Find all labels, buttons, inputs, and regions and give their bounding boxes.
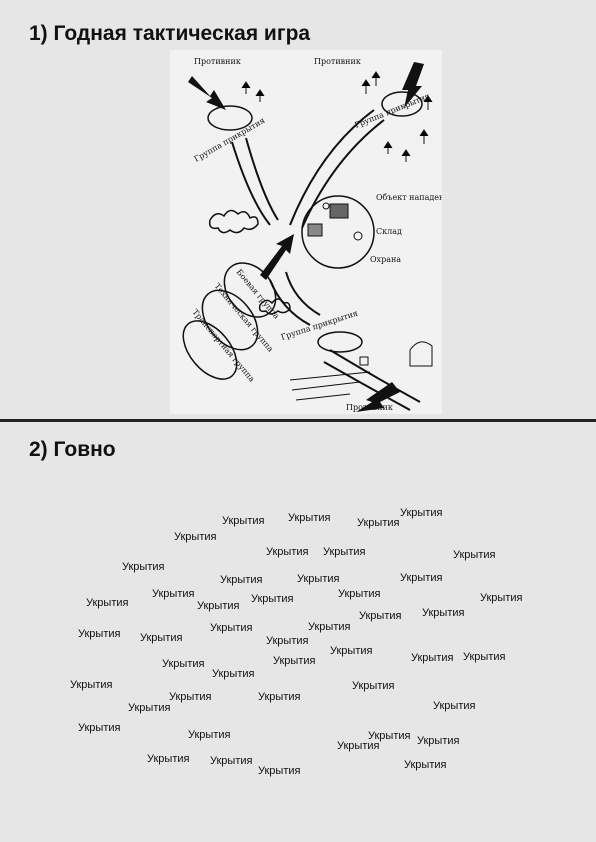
label-enemy-right: Противник [314, 57, 361, 66]
section-divider [0, 419, 596, 422]
word: Укрытия [258, 765, 301, 777]
enemy-arrow-right [402, 62, 424, 108]
label-warehouse: Склад [376, 227, 402, 236]
word: Укрытия [297, 573, 340, 585]
word: Укрытия [417, 735, 460, 747]
word: Укрытия [147, 753, 190, 765]
word: Укрытия [251, 593, 294, 605]
word: Укрытия [222, 515, 265, 527]
word: Укрытия [368, 730, 411, 742]
word: Укрытия [78, 628, 121, 640]
word: Укрытия [411, 652, 454, 664]
word: Укрытия [273, 655, 316, 667]
attack-arrow [260, 234, 294, 280]
word: Укрытия [140, 632, 183, 644]
word: Укрытия [210, 755, 253, 767]
word: Укрытия [338, 588, 381, 600]
word: Укрытия [128, 702, 171, 714]
word: Укрытия [122, 561, 165, 573]
label-enemy-bottom: Противник [346, 403, 393, 412]
label-attack-object: Объект нападения [376, 193, 442, 202]
label-guard: Охрана [370, 255, 401, 264]
word: Укрытия [422, 607, 465, 619]
word: Укрытия [197, 600, 240, 612]
word: Укрытия [266, 546, 309, 558]
word: Укрытия [86, 597, 129, 609]
word: Укрытия [210, 622, 253, 634]
label-enemy-left: Противник [194, 57, 241, 66]
word: Укрытия [480, 592, 523, 604]
word: Укрытия [258, 691, 301, 703]
word: Укрытия [162, 658, 205, 670]
word: Укрытия [357, 517, 400, 529]
word: Укрытия [152, 588, 195, 600]
word: Укрытия [453, 549, 496, 561]
word: Укрытия [433, 700, 476, 712]
target-circle [301, 195, 375, 269]
word: Укрытия [337, 740, 380, 752]
word: Укрытия [174, 531, 217, 543]
word: Укрытия [78, 722, 121, 734]
word: Укрытия [188, 729, 231, 741]
word: Укрытия [266, 635, 309, 647]
word: Укрытия [404, 759, 447, 771]
road-left-outer [231, 141, 271, 226]
word: Укрытия [308, 621, 351, 633]
section-2-title: 2) Говно [29, 438, 116, 461]
word: Укрытия [352, 680, 395, 692]
word: Укрытия [220, 574, 263, 586]
enemy-arrow-left [188, 76, 226, 110]
word: Укрытия [169, 691, 212, 703]
word: Укрытия [212, 668, 255, 680]
word: Укрытия [400, 507, 443, 519]
bush-shape [208, 209, 259, 234]
word: Укрытия [359, 610, 402, 622]
word: Укрытия [463, 651, 506, 663]
enemy-arrow-bottom [356, 382, 400, 412]
tactical-diagram: Противник Противник Противник Группа при… [170, 50, 442, 414]
word: Укрытия [323, 546, 366, 558]
word: Укрытия [400, 572, 443, 584]
word: Укрытия [330, 645, 373, 657]
word: Укрытия [70, 679, 113, 691]
word: Укрытия [288, 512, 331, 524]
section-1-title: 1) Годная тактическая игра [29, 22, 311, 45]
